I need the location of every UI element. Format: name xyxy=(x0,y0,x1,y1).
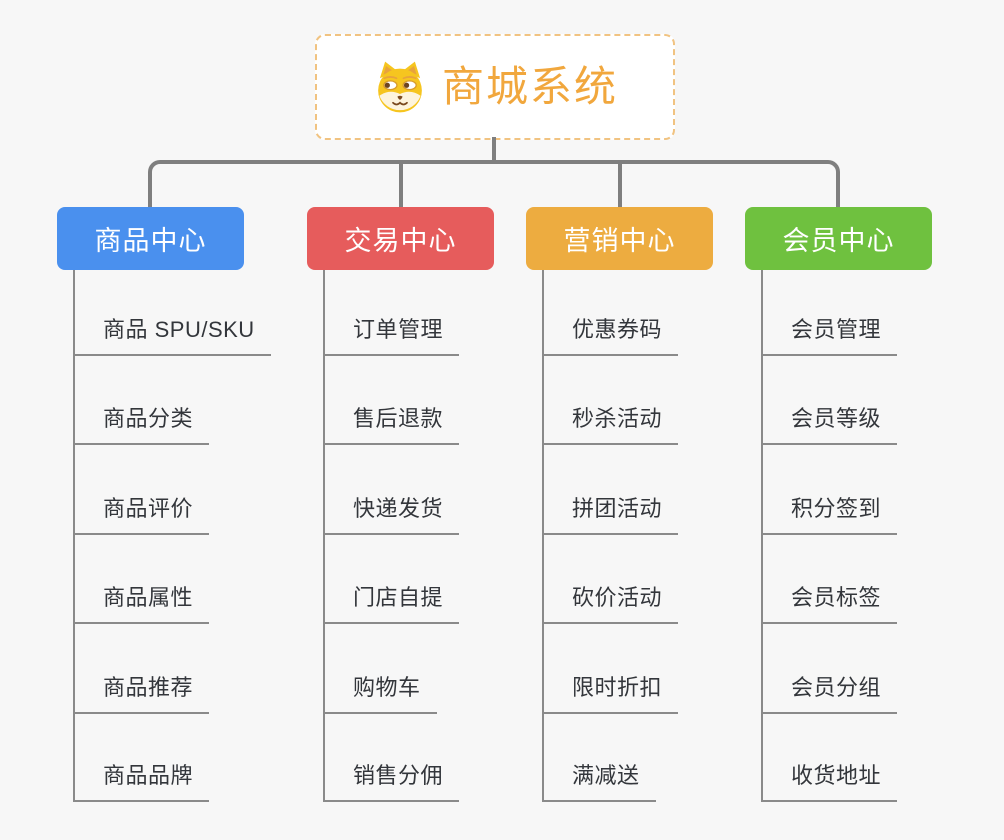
subtopic[interactable]: 砍价活动 xyxy=(542,583,679,624)
subtopic[interactable]: 购物车 xyxy=(323,673,437,714)
subtopic[interactable]: 商品分类 xyxy=(73,404,210,445)
subtopic[interactable]: 秒杀活动 xyxy=(542,404,679,445)
branch-topic-label: 会员中心 xyxy=(782,226,895,256)
branch-topic-2[interactable]: 交易中心 xyxy=(307,207,494,270)
subtopic[interactable]: 满减送 xyxy=(542,761,656,802)
root-topic[interactable]: 商城系统 xyxy=(315,34,675,140)
doge-icon xyxy=(378,61,422,113)
branch-spine xyxy=(323,270,325,801)
branch-topic-4[interactable]: 会员中心 xyxy=(745,207,932,270)
branch-spine xyxy=(542,270,544,801)
subtopic[interactable]: 积分签到 xyxy=(761,494,898,535)
subtopic[interactable]: 商品 SPU/SKU xyxy=(73,315,271,356)
branch-spine xyxy=(761,270,763,801)
branch-spine xyxy=(73,270,75,801)
subtopic[interactable]: 会员分组 xyxy=(761,673,898,714)
subtopic[interactable]: 销售分佣 xyxy=(323,761,460,802)
subtopic[interactable]: 限时折扣 xyxy=(542,673,679,714)
branch-topic-label: 商品中心 xyxy=(94,226,207,256)
subtopic[interactable]: 门店自提 xyxy=(323,583,460,624)
subtopic[interactable]: 商品评价 xyxy=(73,494,210,535)
subtopic[interactable]: 会员管理 xyxy=(761,315,898,356)
subtopic[interactable]: 商品推荐 xyxy=(73,673,210,714)
connector-bar xyxy=(148,160,840,207)
branch-topic-3[interactable]: 营销中心 xyxy=(526,207,713,270)
branch-connector-stub xyxy=(617,162,622,207)
branch-topic-label: 营销中心 xyxy=(563,226,676,256)
root-topic-title: 商城系统 xyxy=(441,63,618,110)
subtopic[interactable]: 会员标签 xyxy=(761,583,898,624)
subtopic[interactable]: 订单管理 xyxy=(323,315,460,356)
subtopic[interactable]: 拼团活动 xyxy=(542,494,679,535)
subtopic[interactable]: 商品属性 xyxy=(73,583,210,624)
subtopic[interactable]: 快递发货 xyxy=(323,494,460,535)
branch-connector-stub xyxy=(398,162,403,207)
subtopic[interactable]: 商品品牌 xyxy=(73,761,210,802)
branch-topic-1[interactable]: 商品中心 xyxy=(57,207,244,270)
subtopic[interactable]: 收货地址 xyxy=(761,761,898,802)
branch-topic-label: 交易中心 xyxy=(344,226,457,256)
root-connector-stub xyxy=(492,137,496,162)
subtopic[interactable]: 售后退款 xyxy=(323,404,460,445)
subtopic[interactable]: 会员等级 xyxy=(761,404,898,445)
subtopic[interactable]: 优惠券码 xyxy=(542,315,679,356)
